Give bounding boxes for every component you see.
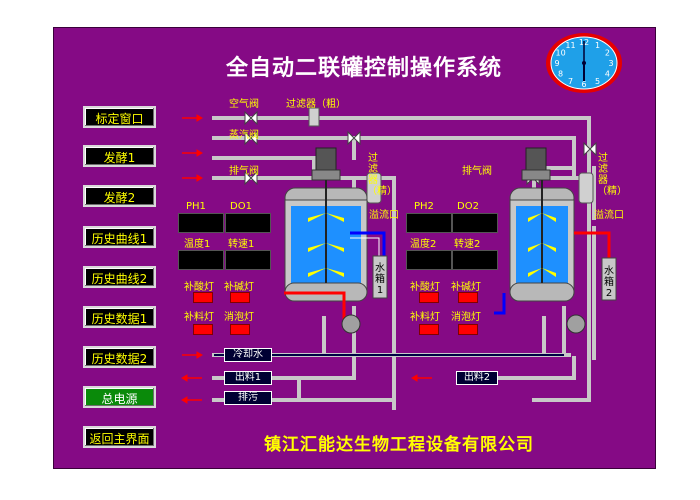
air-valve-label: 空气阀	[229, 99, 259, 110]
base1-lamp	[230, 292, 250, 303]
clock-icon: 121234567891011	[546, 33, 622, 93]
speed1-label: 转速1	[228, 239, 255, 250]
overflow-2-label: 溢流口	[594, 210, 624, 221]
history-curve2-button[interactable]: 历史曲线2	[83, 266, 156, 288]
do2-label: DO2	[457, 201, 479, 212]
defoam2-lamp-label: 消泡灯	[451, 312, 481, 323]
clock-numeral: 9	[554, 59, 559, 68]
coarse-filter-label: 过滤器（粗）	[286, 99, 346, 110]
clock-numeral: 2	[605, 49, 610, 58]
history-curve1-button[interactable]: 历史曲线1	[83, 226, 156, 248]
clock-numeral: 3	[608, 59, 613, 68]
acid1-lamp	[193, 292, 213, 303]
fermentation2-button[interactable]: 发酵2	[83, 185, 156, 207]
speed2-display	[452, 250, 498, 270]
discharge-2-label: 出料2	[456, 371, 498, 385]
temp1-display	[178, 250, 224, 270]
defoam1-lamp-label: 消泡灯	[224, 312, 254, 323]
feed1-lamp-label: 补料灯	[184, 312, 214, 323]
exhaust-valve-1-label: 排气阀	[229, 166, 259, 177]
ph1-display	[178, 213, 224, 233]
acid2-lamp-label: 补酸灯	[410, 282, 440, 293]
calibration-window-button[interactable]: 标定窗口	[83, 106, 156, 128]
control-panel: 全自动二联罐控制操作系统 121234567891011 标定窗口 发酵1 发酵…	[53, 27, 656, 469]
main-power-button[interactable]: 总电源	[83, 386, 156, 408]
fine-filter-2-label: 过滤器（精）	[597, 153, 627, 197]
fermenter-tank-1	[284, 147, 368, 302]
history-data1-button[interactable]: 历史数据1	[83, 306, 156, 328]
company-name: 镇江汇能达生物工程设备有限公司	[264, 435, 534, 455]
clock-numeral: 8	[558, 70, 563, 79]
ph2-label: PH2	[414, 201, 434, 212]
do2-display	[452, 213, 498, 233]
temp2-label: 温度2	[410, 239, 437, 250]
feed2-lamp	[419, 324, 439, 335]
process-diagram	[181, 107, 617, 410]
defoam2-lamp	[458, 324, 478, 335]
defoam1-lamp	[230, 324, 250, 335]
feed2-lamp-label: 补料灯	[410, 312, 440, 323]
clock-numeral: 5	[595, 77, 600, 86]
do1-display	[225, 213, 271, 233]
do1-label: DO1	[230, 201, 252, 212]
history-data2-button[interactable]: 历史数据2	[83, 346, 156, 368]
ph2-display	[406, 213, 452, 233]
base1-lamp-label: 补碱灯	[224, 282, 254, 293]
temp2-display	[406, 250, 452, 270]
temp1-label: 温度1	[184, 239, 211, 250]
feed1-lamp	[193, 324, 213, 335]
acid1-lamp-label: 补酸灯	[184, 282, 214, 293]
speed1-display	[225, 250, 271, 270]
drain-label: 排污	[224, 391, 272, 405]
exhaust-valve-2-label: 排气阀	[462, 166, 492, 177]
return-main-button[interactable]: 返回主界面	[83, 426, 156, 448]
acid2-lamp	[419, 292, 439, 303]
water-tank-1-label: 水箱1	[375, 263, 385, 296]
fine-filter-1-label: 过滤器（精）	[367, 153, 397, 197]
clock-numeral: 6	[581, 80, 586, 89]
water-tank-2-label: 水箱2	[604, 266, 614, 299]
clock-numeral: 4	[605, 70, 610, 79]
ph1-label: PH1	[186, 201, 206, 212]
page-title: 全自动二联罐控制操作系统	[225, 56, 502, 81]
clock-numeral: 7	[568, 77, 573, 86]
clock-numeral: 1	[595, 41, 600, 50]
speed2-label: 转速2	[454, 239, 481, 250]
discharge-1-label: 出料1	[224, 371, 272, 385]
fermentation1-button[interactable]: 发酵1	[83, 145, 156, 167]
base2-lamp-label: 补碱灯	[451, 282, 481, 293]
overflow-1-label: 溢流口	[369, 210, 399, 221]
clock-numeral: 10	[556, 49, 566, 58]
fermenter-tank-2	[509, 147, 575, 302]
cooling-water-label: 冷却水	[224, 348, 272, 362]
steam-valve-label: 蒸汽阀	[229, 130, 259, 141]
clock-numeral: 11	[565, 41, 575, 50]
base2-lamp	[458, 292, 478, 303]
